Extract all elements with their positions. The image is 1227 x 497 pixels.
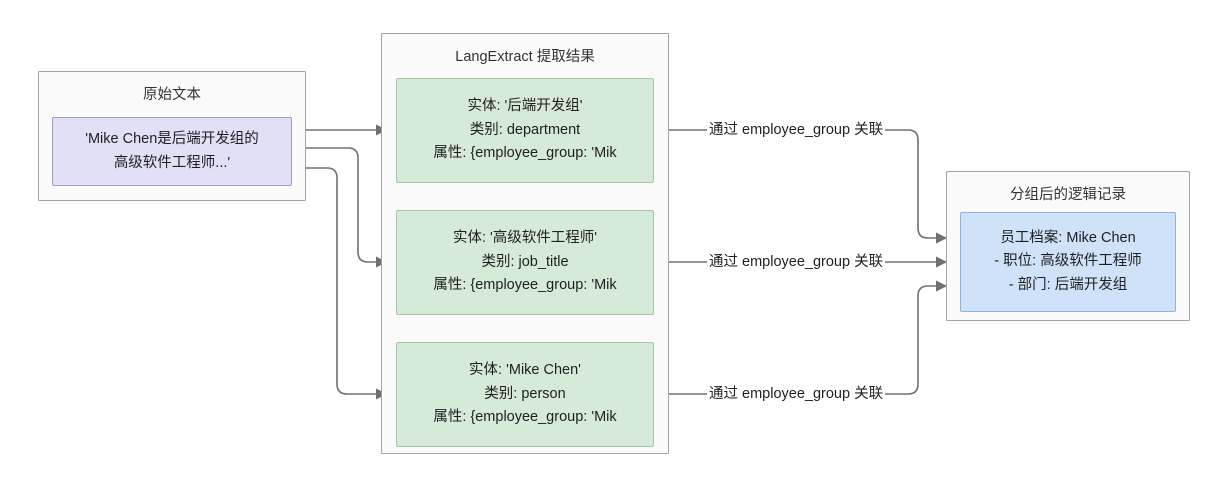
edge-label-person: 通过 employee_group 关联: [707, 386, 886, 402]
node-entity-department: 实体: '后端开发组' 类别: department 属性: {employee…: [396, 78, 654, 183]
node-source-text-line-1: 'Mike Chen是后端开发组的: [85, 131, 259, 148]
entity-person-category: 类别: person: [484, 385, 566, 402]
entity-job-title-attributes: 属性: {employee_group: 'Mik: [433, 277, 617, 294]
entity-department-attributes: 属性: {employee_group: 'Mik: [433, 145, 617, 162]
entity-department-entity: 实体: '后端开发组': [467, 98, 583, 115]
node-source-text-line-2: 高级软件工程师...': [113, 154, 231, 171]
node-entity-job-title: 实体: '高级软件工程师' 类别: job_title 属性: {employe…: [396, 210, 654, 315]
edge-source-to-jobtitle: [305, 147, 388, 268]
node-entity-person: 实体: 'Mike Chen' 类别: person 属性: {employee…: [396, 342, 654, 447]
employee-record-department: - 部门: 后端开发组: [1008, 276, 1128, 293]
edge-department-to-record: [662, 129, 948, 244]
edge-source-to-person: [305, 167, 388, 400]
employee-record-position: - 职位: 高级软件工程师: [994, 253, 1142, 270]
edge-person-to-record: [662, 280, 948, 395]
node-source-text: 'Mike Chen是后端开发组的 高级软件工程师...': [52, 117, 292, 186]
edge-label-department: 通过 employee_group 关联: [707, 122, 886, 138]
edge-label-job-title: 通过 employee_group 关联: [707, 254, 886, 270]
entity-department-category: 类别: department: [469, 121, 581, 138]
employee-record-name: 员工档案: Mike Chen: [1000, 229, 1136, 246]
node-employee-record: 员工档案: Mike Chen - 职位: 高级软件工程师 - 部门: 后端开发…: [960, 212, 1176, 312]
cluster-source-text-title: 原始文本: [143, 87, 201, 103]
cluster-langextract-title: LangExtract 提取结果: [455, 49, 595, 65]
entity-person-attributes: 属性: {employee_group: 'Mik: [433, 409, 617, 426]
entity-job-title-entity: 实体: '高级软件工程师': [452, 230, 598, 247]
cluster-grouped-record-title: 分组后的逻辑记录: [1010, 187, 1126, 203]
entity-job-title-category: 类别: job_title: [481, 253, 569, 270]
entity-person-entity: 实体: 'Mike Chen': [469, 362, 581, 379]
